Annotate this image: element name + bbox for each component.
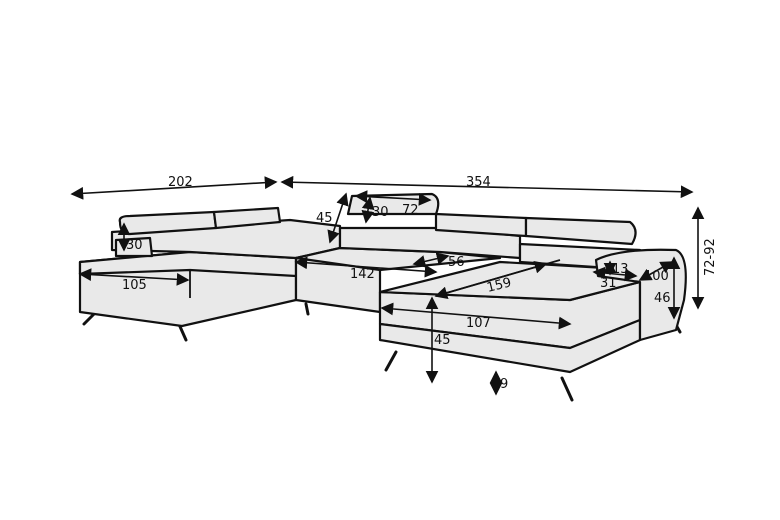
- dimension-lines: [70, 175, 705, 396]
- dim-100: 100: [644, 269, 669, 284]
- dim-142: 142: [350, 267, 375, 282]
- dim-45-seat: 45: [434, 333, 451, 348]
- dim-56: 56: [448, 255, 465, 270]
- dim-72-92: 72-92: [703, 238, 718, 276]
- dim-13: 13: [612, 262, 629, 277]
- dim-159: 159: [485, 275, 513, 296]
- dim-107: 107: [466, 316, 491, 331]
- dim-31: 31: [600, 276, 617, 291]
- dim-30-headrest: 30: [372, 205, 389, 220]
- dim-30-left: 30: [126, 238, 143, 253]
- dim-105: 105: [122, 278, 147, 293]
- dim-46: 46: [654, 291, 671, 306]
- dim-45-headrest: 45: [316, 211, 333, 226]
- dim-9: 9: [500, 377, 508, 392]
- dim-72: 72: [402, 203, 419, 218]
- dim-354: 354: [466, 175, 491, 190]
- dim-202: 202: [168, 175, 193, 190]
